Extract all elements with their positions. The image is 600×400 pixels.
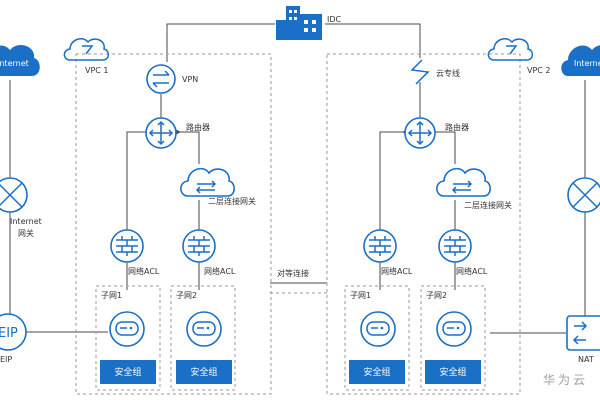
subnet-vpc2-2-label: 子网2 (426, 291, 447, 300)
watermark: 华为云 (543, 373, 588, 387)
subnet-vpc1-2 (170, 285, 236, 391)
subnet-vpc2-2 (420, 285, 486, 391)
vpn-icon (146, 64, 176, 94)
server-icon (436, 311, 472, 347)
gateway-icon (436, 167, 491, 197)
nat-label: NAT (578, 355, 594, 364)
security-group-vpc1-1 (100, 360, 156, 384)
server-icon (186, 311, 222, 347)
cloud-icon (487, 38, 534, 61)
internet-left-label: Internet (0, 59, 29, 68)
subnet-vpc1-1 (95, 285, 161, 391)
cloud-line-label: 云专线 (436, 68, 460, 78)
peering-label: 对等连接 (277, 268, 309, 278)
subnet-vpc2-1-label: 子网1 (350, 291, 371, 300)
acl-vpc1-b-label: 网络ACL (204, 266, 236, 276)
sg-vpc1-2-label: 安全组 (190, 366, 217, 378)
sg-vpc1-1-label: 安全组 (114, 366, 141, 378)
switch-icon (0, 177, 28, 213)
acl-vpc2-a-label: 网络ACL (381, 266, 413, 276)
acl-vpc1-a-label: 网络ACL (128, 266, 160, 276)
gateway-icon (180, 167, 235, 197)
security-group-vpc2-2 (425, 360, 481, 384)
cloud-icon (561, 45, 600, 76)
l2-left-label: 二层连接网关 (208, 196, 256, 206)
router-right-label: 路由器 (445, 122, 469, 132)
idc-label: IDC (327, 15, 342, 24)
subnet-vpc2-1 (344, 285, 410, 391)
security-group-vpc2-1 (349, 360, 405, 384)
vpc2-label: VPC 2 (527, 66, 551, 75)
internet-right-label: Internet (574, 59, 600, 68)
server-icon (360, 311, 396, 347)
subnet-vpc1-2-label: 子网2 (176, 291, 197, 300)
eip-label: EIP (0, 355, 12, 364)
connection-lines (9, 23, 586, 334)
nat-icon (566, 315, 600, 351)
vpc2-border (326, 53, 521, 395)
l2-right-label: 二层连接网关 (464, 200, 512, 210)
firewall-icon (438, 229, 472, 263)
vpn-label: VPN (182, 75, 198, 84)
subnet-vpc1-1-label: 子网1 (101, 291, 122, 300)
igw-label-line1: Internet (10, 217, 42, 226)
sg-vpc2-1-label: 安全组 (363, 366, 390, 378)
router-icon (145, 117, 177, 149)
server-icon (109, 311, 145, 347)
building-icon (276, 6, 322, 40)
sg-vpc2-2-label: 安全组 (439, 366, 466, 378)
lightning-icon (410, 59, 430, 85)
firewall-icon (363, 229, 397, 263)
cloud-icon (63, 38, 110, 61)
igw-label-line2: 网关 (18, 228, 34, 238)
switch-icon (567, 177, 600, 213)
firewall-icon (110, 229, 144, 263)
firewall-icon (182, 229, 216, 263)
router-icon (404, 117, 436, 149)
eip-icon-text: EIP (0, 326, 18, 341)
router-left-label: 路由器 (186, 122, 210, 132)
vpc1-label: VPC 1 (85, 66, 109, 75)
cloud-icon (0, 44, 40, 76)
acl-vpc2-b-label: 网络ACL (456, 266, 488, 276)
security-group-vpc1-2 (176, 360, 232, 384)
eip-icon (0, 313, 27, 351)
vpc1-border (75, 53, 272, 395)
